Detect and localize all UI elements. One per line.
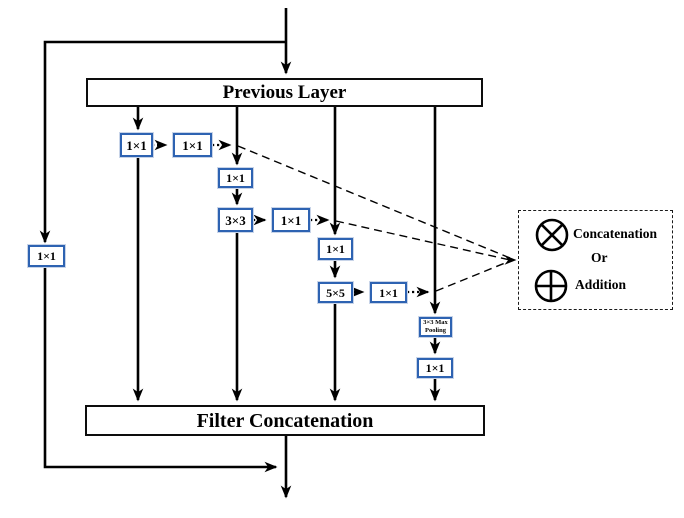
previous-layer-box: Previous Layer [86,78,483,107]
legend-pointer-arrowhead [504,255,517,265]
wire-bypass-bottom [43,267,278,473]
branch3-conv5x5-node: 5×5 [318,282,353,303]
legend-addition-label: Addition [575,277,627,292]
legend-or-label: Or [591,250,608,265]
wire-bypass-top [39,40,287,244]
maxpool-label-line1: 3×3 Max [423,318,448,326]
branch2-conv3x3-node: 3×3 [218,208,253,232]
branch3-conv1x1-node: 1×1 [318,238,353,260]
branch1-conv1x1-node-1: 1×1 [120,133,153,157]
filter-concatenation-box: Filter Concatenation [85,405,485,436]
wire-dashed-legend-1 [237,145,511,259]
branch4-conv1x1-node: 1×1 [417,358,453,378]
branch2-conv1x1-node: 1×1 [218,168,253,188]
legend-box: Concatenation Or Addition [518,210,673,310]
filter-concatenation-label: Filter Concatenation [196,409,374,432]
maxpool-label-line2: Pooling [425,327,446,334]
legend-concatenation-label: Concatenation [573,226,657,241]
wire-dashed-legend-3 [435,260,511,292]
branch4-maxpool-node: 3×3 Max Pooling [419,317,452,337]
concatenation-icon [535,218,569,252]
branch3-conv1x1-node-2: 1×1 [370,282,407,303]
branch1-conv1x1-node-2: 1×1 [173,133,212,157]
addition-icon [534,269,568,303]
bypass-conv1x1-node: 1×1 [28,245,65,267]
previous-layer-label: Previous Layer [222,82,347,103]
branch2-conv1x1-node-2: 1×1 [272,208,310,232]
wire-dashed-legend-2 [335,220,511,261]
